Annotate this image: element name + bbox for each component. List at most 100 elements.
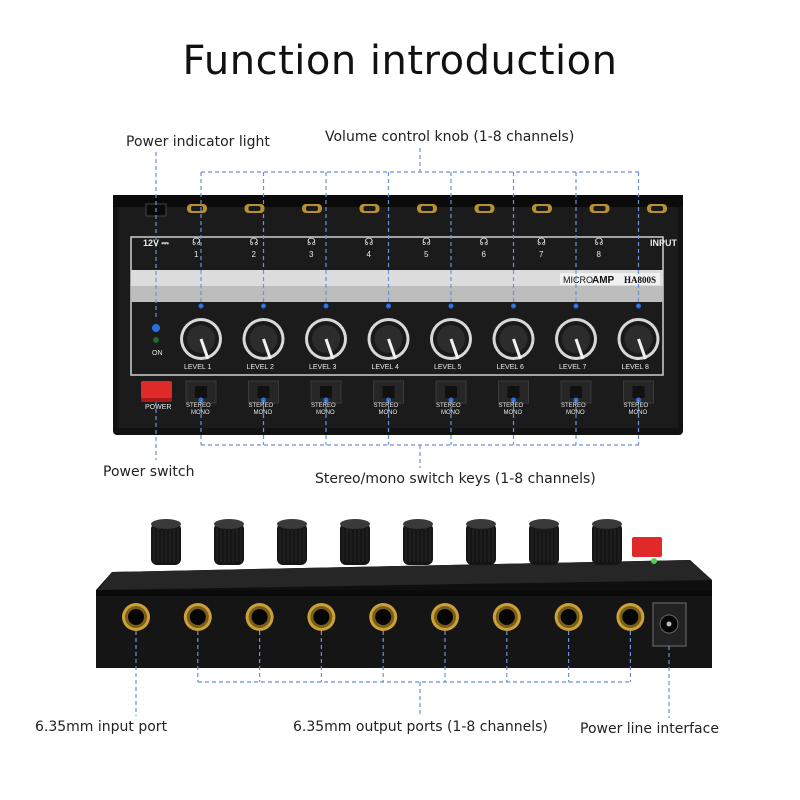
stereo-mono-switch[interactable] <box>373 380 404 404</box>
output-jack-top <box>244 204 265 213</box>
power-label: POWER <box>145 404 171 411</box>
input-jack <box>122 603 150 631</box>
output-jack <box>183 603 212 631</box>
level-label: LEVEL 1 <box>184 364 211 371</box>
volume-knob[interactable] <box>180 303 222 361</box>
channel-number: 3 <box>309 250 314 259</box>
output-jack <box>431 603 459 631</box>
headphone-icon: ☊ <box>422 237 431 248</box>
power-led-rear <box>651 558 657 564</box>
voltage-label: 12V ⎓ <box>143 238 170 248</box>
output-jack <box>492 603 521 631</box>
volume-knob-rear <box>466 519 496 565</box>
channel-number: 6 <box>482 250 487 259</box>
stereo-label: STEREO <box>561 403 586 409</box>
label-input-port: 6.35mm input port <box>35 719 168 735</box>
level-label: LEVEL 4 <box>372 364 399 371</box>
volume-knob-rear <box>403 519 433 565</box>
label-power-indicator: Power indicator light <box>126 134 270 150</box>
brand-amp: AMP <box>592 275 615 286</box>
volume-knob[interactable] <box>305 303 347 361</box>
stereo-mono-switch[interactable] <box>248 380 279 404</box>
channel-number: 5 <box>424 250 429 259</box>
channel-number: 4 <box>367 250 372 259</box>
model-label: HA800S <box>624 275 656 285</box>
label-output-ports: 6.35mm output ports (1-8 channels) <box>293 719 548 735</box>
output-jack-top <box>359 204 380 213</box>
stereo-label: STEREO <box>499 403 524 409</box>
power-button-rear <box>632 537 662 557</box>
volume-knob-rear <box>214 519 244 565</box>
headphone-icon: ☊ <box>480 237 489 248</box>
volume-knob-rear <box>277 519 307 565</box>
volume-knob-rear <box>340 519 370 565</box>
output-jack <box>554 603 583 631</box>
volume-knob[interactable] <box>492 303 535 361</box>
stereo-label: STEREO <box>624 403 649 409</box>
stereo-mono-switch[interactable] <box>623 380 654 404</box>
power-switch-button[interactable] <box>141 381 172 402</box>
headphone-icon: ☊ <box>192 237 201 248</box>
mono-label: MONO <box>254 410 273 416</box>
mono-label: MONO <box>379 410 398 416</box>
on-label: ON <box>152 350 163 357</box>
stereo-mono-switch[interactable] <box>435 380 467 404</box>
brand-micro: MICRO <box>563 275 593 285</box>
stereo-mono-switch[interactable] <box>560 380 592 404</box>
label-power-switch: Power switch <box>103 464 195 480</box>
output-jack-top <box>589 204 610 213</box>
volume-knob[interactable] <box>367 303 410 361</box>
mono-label: MONO <box>629 410 648 416</box>
volume-knob[interactable] <box>430 303 472 361</box>
mono-label: MONO <box>504 410 523 416</box>
level-label: LEVEL 5 <box>434 364 461 371</box>
brand-badge <box>560 273 660 285</box>
stereo-label: STEREO <box>186 403 211 409</box>
level-label: LEVEL 8 <box>622 364 649 371</box>
headphone-icon: ☊ <box>537 237 546 248</box>
stereo-mono-switch[interactable] <box>185 380 217 404</box>
output-jack <box>616 603 645 631</box>
level-label: LEVEL 6 <box>497 364 524 371</box>
channel-number: 7 <box>539 250 544 259</box>
power-indicator-led-green <box>153 337 159 343</box>
mono-label: MONO <box>316 410 335 416</box>
channel-number: 8 <box>597 250 602 259</box>
input-label: INPUT <box>650 238 678 248</box>
stereo-label: STEREO <box>436 403 461 409</box>
volume-knob[interactable] <box>555 303 597 361</box>
volume-knob-rear <box>592 519 622 565</box>
level-label: LEVEL 7 <box>559 364 586 371</box>
headphone-icon: ☊ <box>365 237 374 248</box>
mono-label: MONO <box>191 410 210 416</box>
label-power-line: Power line interface <box>580 721 719 737</box>
stereo-label: STEREO <box>311 403 336 409</box>
label-stereo-mono: Stereo/mono switch keys (1-8 channels) <box>315 471 596 487</box>
volume-knob[interactable] <box>242 303 285 361</box>
page-title: Function introduction <box>182 38 618 84</box>
level-label: LEVEL 2 <box>247 364 274 371</box>
output-jack-top <box>187 204 207 213</box>
volume-knob-rear <box>151 519 181 565</box>
output-jack <box>369 603 398 631</box>
output-jack <box>245 603 274 631</box>
output-jack-top <box>474 204 495 213</box>
mono-label: MONO <box>441 410 460 416</box>
channel-number: 2 <box>252 250 257 259</box>
stereo-mono-switch[interactable] <box>310 380 342 404</box>
power-indicator-led <box>152 324 160 332</box>
headphone-icon: ☊ <box>250 237 259 248</box>
stereo-mono-switch[interactable] <box>498 380 529 404</box>
output-jack <box>307 603 336 631</box>
output-jack-top <box>532 204 552 213</box>
volume-knob[interactable] <box>617 303 660 361</box>
output-jack-top <box>302 204 322 213</box>
label-volume-knob: Volume control knob (1-8 channels) <box>325 129 575 145</box>
headphone-icon: ☊ <box>307 237 316 248</box>
level-label: LEVEL 3 <box>309 364 336 371</box>
volume-knob-rear <box>529 519 559 565</box>
output-jack-top <box>417 204 437 213</box>
headphone-icon: ☊ <box>595 237 604 248</box>
